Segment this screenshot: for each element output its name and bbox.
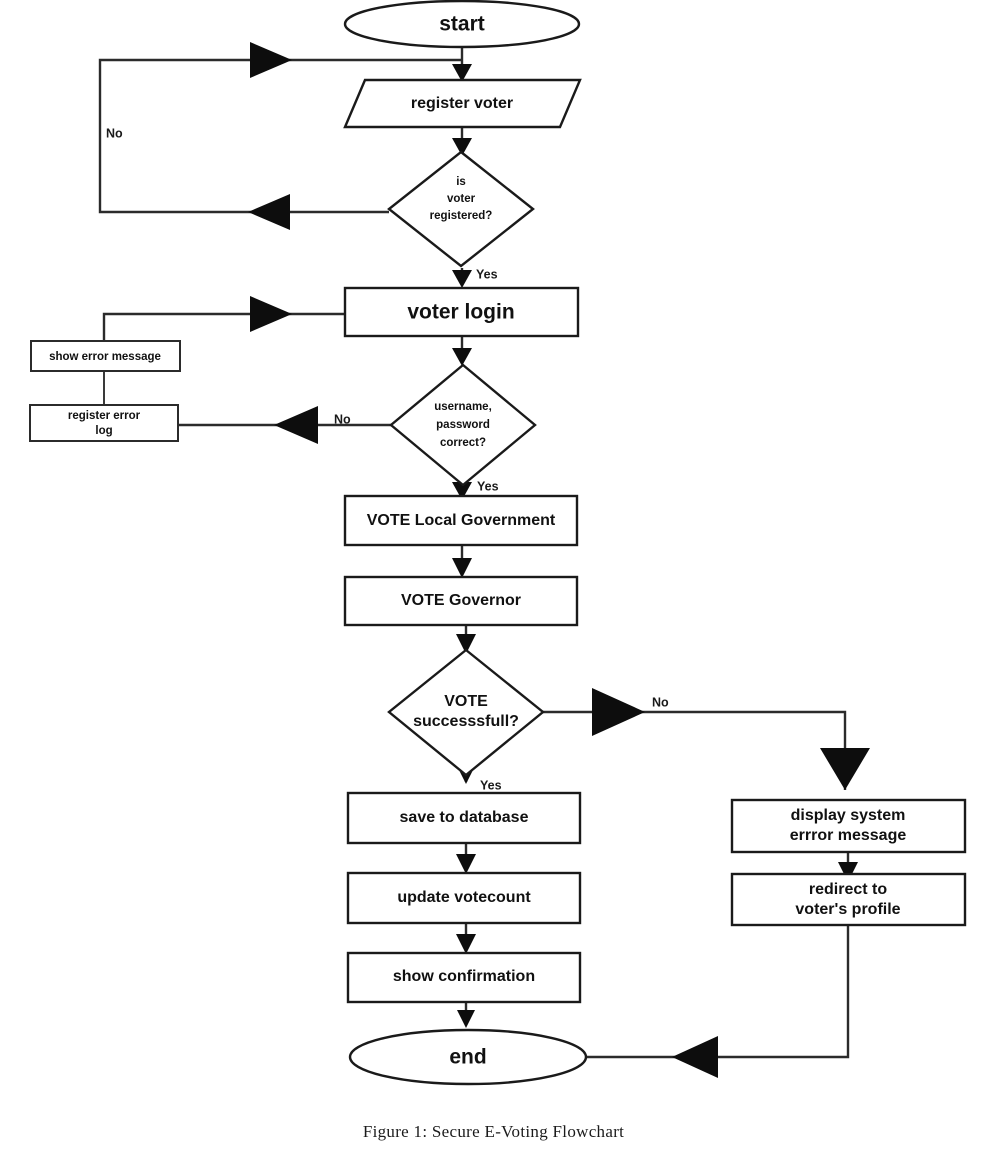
edge-creds-no [178,406,392,444]
edge-voter-login-to-creds [452,336,472,366]
node-vote-local-government[interactable]: VOTE Local Government [343,494,579,547]
node-end[interactable]: end [348,1028,588,1086]
edge-label-creds-yes: Yes [477,479,499,493]
edge-register-voter-to-is-registered [452,127,472,156]
node-register-error-log-line1: register error [68,410,141,422]
node-vote-successful[interactable]: VOTE successsfull? [387,648,545,777]
node-credentials-correct-line1: username, [434,401,492,413]
node-redirect-profile[interactable]: redirect to voter's profile [730,872,967,927]
edge-vote-no [543,688,870,790]
node-vote-governor[interactable]: VOTE Governor [343,575,579,627]
node-is-voter-registered-line1: is [456,176,466,188]
node-show-confirmation[interactable]: show confirmation [346,951,582,1004]
edge-label-vote-yes: Yes [480,778,502,792]
edge-label-registered-yes: Yes [476,267,498,281]
node-update-votecount[interactable]: update votecount [346,871,582,925]
node-register-voter-label: register voter [411,95,513,112]
edge-label-creds-no: No [334,412,351,426]
figure-caption: Figure 1: Secure E-Voting Flowchart [362,1122,625,1141]
node-display-system-error-line2: errror message [790,827,907,844]
edge-confirmation-to-end [457,1002,475,1028]
node-save-to-database[interactable]: save to database [346,791,582,845]
node-vote-successful-line1: VOTE [444,693,488,710]
edge-display-error-to-redirect [838,852,858,882]
edge-label-registered-no: No [106,126,123,140]
node-voter-login[interactable]: voter login [343,286,580,338]
node-is-voter-registered-line3: registered? [430,210,493,222]
node-save-to-database-label: save to database [400,809,529,826]
node-register-error-log-line2: log [95,425,112,437]
node-redirect-profile-line2: voter's profile [795,901,900,918]
node-register-error-log[interactable]: register error log [29,404,179,442]
node-is-voter-registered-line2: voter [447,193,476,205]
node-register-voter[interactable]: register voter [343,78,582,129]
edge-update-to-confirmation [456,923,476,954]
node-show-confirmation-label: show confirmation [393,968,535,985]
node-update-votecount-label: update votecount [397,889,531,906]
node-vote-governor-label: VOTE Governor [401,592,521,609]
node-start[interactable]: start [343,0,581,49]
edge-save-to-update [456,843,476,874]
edge-start-to-register-voter [452,45,472,82]
node-credentials-correct[interactable]: username, password correct? [389,363,537,487]
node-credentials-correct-line2: password [436,419,490,431]
edge-vote-local-to-governor [452,545,472,578]
edge-label-vote-no: No [652,695,669,709]
node-vote-successful-line2: successsfull? [413,713,519,730]
node-show-error-message[interactable]: show error message [30,340,181,372]
edge-governor-to-vote-success [456,625,476,654]
edge-show-error-to-voter-login [102,296,345,341]
node-show-error-message-label: show error message [49,351,161,363]
node-display-system-error[interactable]: display system errror message [730,798,967,854]
node-end-label: end [449,1046,486,1069]
node-redirect-profile-line1: redirect to [809,881,887,898]
node-display-system-error-line1: display system [791,807,906,824]
edge-redirect-to-end [586,925,850,1078]
node-start-label: start [439,13,485,36]
node-credentials-correct-line3: correct? [440,437,486,449]
edge-creds-yes [452,482,472,500]
edge-is-registered-no-loop [98,42,462,230]
node-voter-login-label: voter login [407,301,514,324]
node-vote-local-government-label: VOTE Local Government [367,512,556,529]
edge-is-registered-yes [452,268,472,288]
node-is-voter-registered[interactable]: is voter registered? [387,150,535,268]
